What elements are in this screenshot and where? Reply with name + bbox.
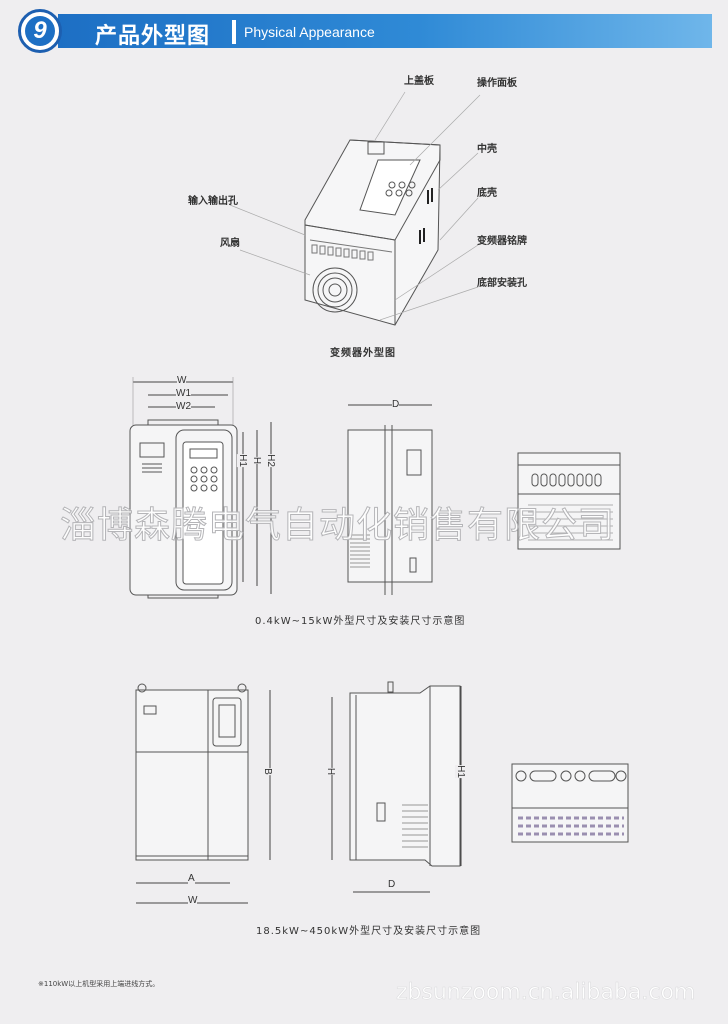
- large-model-front-view: [135, 683, 271, 904]
- dim-h: H: [251, 456, 263, 465]
- label-nameplate: 变频器铭牌: [477, 236, 527, 247]
- dim-h1-large: H1: [454, 765, 466, 778]
- dim-b: B: [261, 768, 273, 775]
- small-model-front-view: [129, 377, 272, 599]
- label-mounting-holes: 底部安装孔: [477, 278, 527, 289]
- fan-icon: [312, 267, 358, 313]
- label-fan: 风扇: [220, 238, 240, 249]
- section-header-band: [58, 14, 712, 48]
- label-io-holes: 输入输出孔: [188, 196, 238, 207]
- site-watermark: zbsunzoom.cn.alibaba.com: [396, 980, 696, 1006]
- dim-w1: W1: [176, 388, 191, 399]
- large-model-bottom-view: [511, 763, 629, 843]
- inverter-3d-illustration: [229, 91, 481, 326]
- small-model-bottom-view: [517, 452, 621, 550]
- dim-w: W: [177, 375, 187, 386]
- footnote: ※110kW以上机型采用上端进线方式。: [38, 980, 160, 988]
- company-watermark: 淄博森腾电气自动化销售有限公司: [59, 505, 616, 547]
- small-model-side-view: [347, 404, 433, 595]
- section-title-cn: 产品外型图: [95, 24, 211, 49]
- section-number-badge: 9: [18, 9, 62, 53]
- label-top-cover: 上盖板: [404, 76, 434, 87]
- label-bottom-shell: 底壳: [477, 188, 497, 199]
- dim-a: A: [188, 873, 195, 884]
- dim-d: D: [392, 399, 400, 410]
- figure3-caption: 18.5kW~450kW外型尺寸及安装尺寸示意图: [256, 926, 482, 937]
- label-operation-panel: 操作面板: [477, 78, 517, 89]
- figure1-caption: 变频器外型图: [330, 348, 396, 359]
- dim-h2: H2: [264, 454, 276, 467]
- dim-h1: H1: [236, 454, 248, 467]
- dim-h-large: H: [325, 767, 337, 776]
- label-middle-shell: 中壳: [477, 144, 497, 155]
- dim-w-large: W: [188, 895, 198, 906]
- title-divider: [232, 20, 236, 44]
- dim-d-large: D: [388, 879, 396, 890]
- section-title-en: Physical Appearance: [244, 24, 375, 40]
- large-model-side-view: [331, 681, 462, 893]
- section-number: 9: [25, 16, 55, 46]
- figure2-caption: 0.4kW~15kW外型尺寸及安装尺寸示意图: [255, 616, 466, 627]
- dim-w2: W2: [176, 401, 191, 412]
